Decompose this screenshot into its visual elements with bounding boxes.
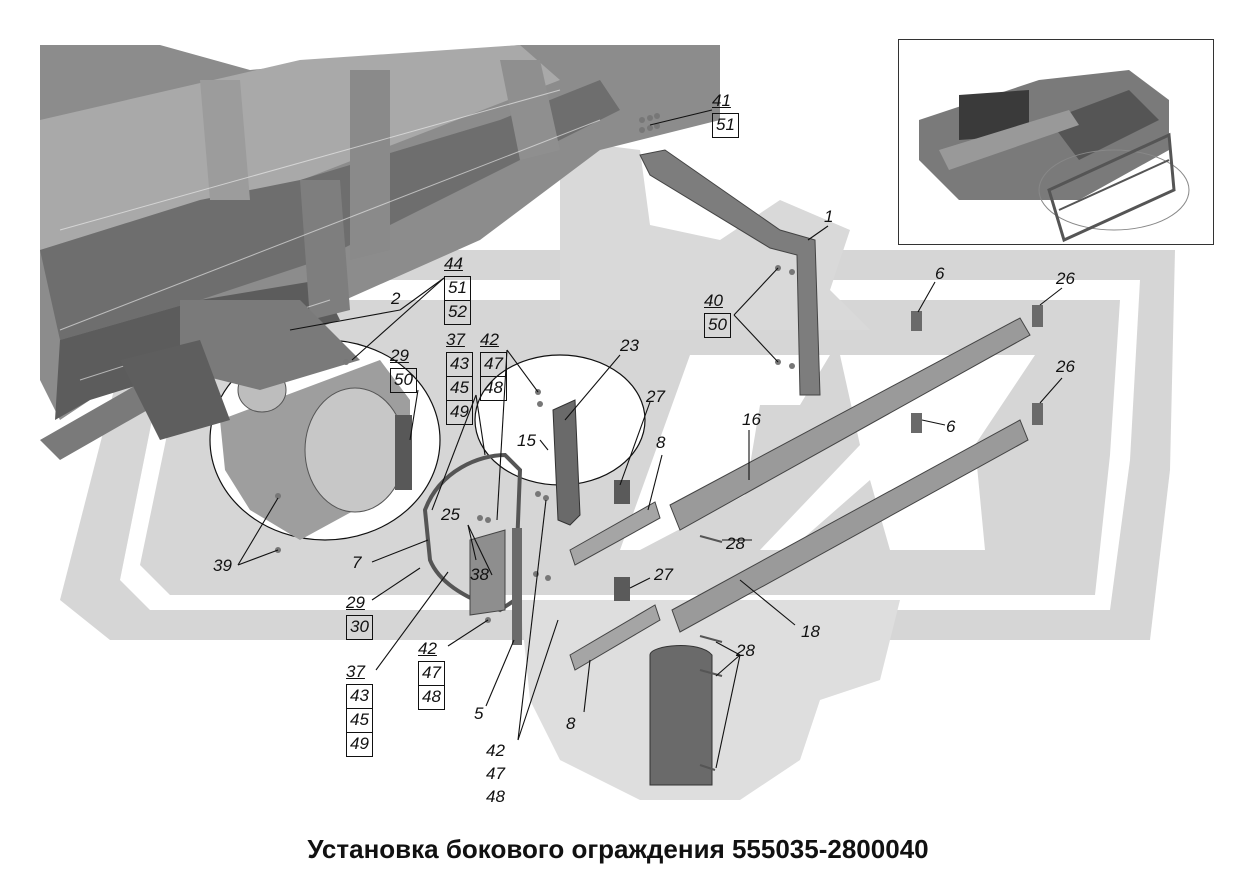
callout-29-30-bottom: 30 bbox=[346, 615, 373, 640]
callout-42-bot-c: 48 bbox=[486, 787, 505, 806]
label-part-8-lower: 8 bbox=[566, 714, 576, 733]
part-5-bar bbox=[512, 528, 522, 645]
part-16-rail bbox=[669, 317, 1031, 531]
callout-37-top-c: 45 bbox=[446, 377, 473, 401]
part-26-cap-lower bbox=[1032, 403, 1043, 425]
callout-37-43-45-49-bottom: 37 43 45 49 bbox=[346, 661, 373, 757]
callout-42-47-48-bottom: 42 47 48 bbox=[486, 740, 505, 809]
callout-44-51-52: 44 51 52 bbox=[444, 253, 471, 325]
callout-29-50-bottom: 50 bbox=[390, 368, 417, 393]
callout-42-top-a: 42 bbox=[480, 330, 499, 349]
part-6-plate-lower bbox=[911, 413, 922, 433]
label-part-6-lower: 6 bbox=[946, 417, 956, 436]
label-part-28-lower: 28 bbox=[736, 641, 755, 660]
label-part-5: 5 bbox=[474, 704, 484, 723]
diagram-title: Установка бокового ограждения 555035-280… bbox=[307, 834, 929, 864]
part-8-rail-upper bbox=[569, 501, 661, 566]
callout-42-top-c: 48 bbox=[480, 377, 507, 401]
callout-29-30-top: 29 bbox=[346, 593, 365, 612]
tank-cylinder bbox=[120, 300, 412, 540]
part-6-plate-upper bbox=[911, 311, 922, 331]
end-bracket-bottom bbox=[649, 645, 713, 786]
callout-40-50-bottom: 50 bbox=[704, 313, 731, 338]
inset-chassis-drawing bbox=[919, 70, 1190, 243]
label-part-7: 7 bbox=[352, 553, 362, 572]
callout-44-51-52-a: 44 bbox=[444, 254, 463, 273]
label-part-18: 18 bbox=[801, 622, 820, 641]
label-part-25: 25 bbox=[441, 505, 460, 524]
callout-29-50: 29 50 bbox=[390, 345, 417, 393]
callout-42-mid-a: 42 bbox=[418, 639, 437, 658]
label-part-2: 2 bbox=[391, 289, 401, 308]
leader-lines bbox=[237, 109, 1063, 769]
callout-29-50-top: 29 bbox=[390, 346, 409, 365]
label-part-23: 23 bbox=[620, 336, 639, 355]
label-part-6-upper: 6 bbox=[935, 264, 945, 283]
callout-40-50-top: 40 bbox=[704, 291, 723, 310]
label-part-16: 16 bbox=[742, 410, 761, 429]
callout-42-47-48-middle: 42 47 48 bbox=[418, 638, 445, 710]
label-part-27-upper: 27 bbox=[646, 387, 665, 406]
callout-44-51-52-b: 51 bbox=[444, 276, 471, 301]
callout-40-50: 40 50 bbox=[704, 290, 731, 338]
label-part-27-lower: 27 bbox=[654, 565, 673, 584]
callout-37-bot-d: 49 bbox=[346, 733, 373, 757]
callout-37-top-b: 43 bbox=[446, 352, 473, 377]
label-part-26-upper: 26 bbox=[1056, 269, 1075, 288]
callout-37-43-45-49-top: 37 43 45 49 bbox=[446, 329, 473, 425]
callout-44-51-52-c: 52 bbox=[444, 301, 471, 325]
bolts-41-51 bbox=[639, 113, 660, 133]
callout-42-mid-b: 47 bbox=[418, 661, 445, 686]
part-27-block-upper bbox=[614, 480, 630, 504]
part-1-upright bbox=[639, 149, 821, 396]
label-part-15: 15 bbox=[517, 431, 536, 450]
pins-28 bbox=[699, 535, 723, 771]
callout-42-mid-c: 48 bbox=[418, 686, 445, 710]
label-part-1: 1 bbox=[824, 207, 834, 226]
callout-41-51: 41 51 bbox=[712, 90, 739, 138]
callout-42-47-48-top: 42 47 48 bbox=[480, 329, 507, 401]
inset-overview-frame bbox=[898, 39, 1214, 245]
callout-37-bot-c: 45 bbox=[346, 709, 373, 733]
callout-41-51-top: 41 bbox=[712, 91, 731, 110]
part-27-block-lower bbox=[614, 577, 630, 601]
part-8-rail-lower bbox=[569, 604, 661, 671]
callout-37-bot-b: 43 bbox=[346, 684, 373, 709]
label-part-8-upper: 8 bbox=[656, 433, 666, 452]
callout-37-bot-a: 37 bbox=[346, 662, 365, 681]
callout-42-bot-b: 47 bbox=[486, 764, 505, 783]
callout-29-30: 29 30 bbox=[346, 592, 373, 640]
label-part-38: 38 bbox=[470, 565, 489, 584]
callout-42-top-b: 47 bbox=[480, 352, 507, 377]
callout-42-bot-a: 42 bbox=[486, 741, 505, 760]
part-38-plate bbox=[469, 529, 506, 616]
label-part-28-upper: 28 bbox=[726, 534, 745, 553]
callout-37-top-d: 49 bbox=[446, 401, 473, 425]
label-part-26-lower: 26 bbox=[1056, 357, 1075, 376]
callout-41-51-bottom: 51 bbox=[712, 113, 739, 138]
part-26-cap-upper bbox=[1032, 305, 1043, 327]
label-part-39: 39 bbox=[213, 556, 232, 575]
part-23-bracket bbox=[552, 399, 581, 526]
part-18-rail bbox=[671, 419, 1029, 633]
callout-37-top-a: 37 bbox=[446, 330, 465, 349]
